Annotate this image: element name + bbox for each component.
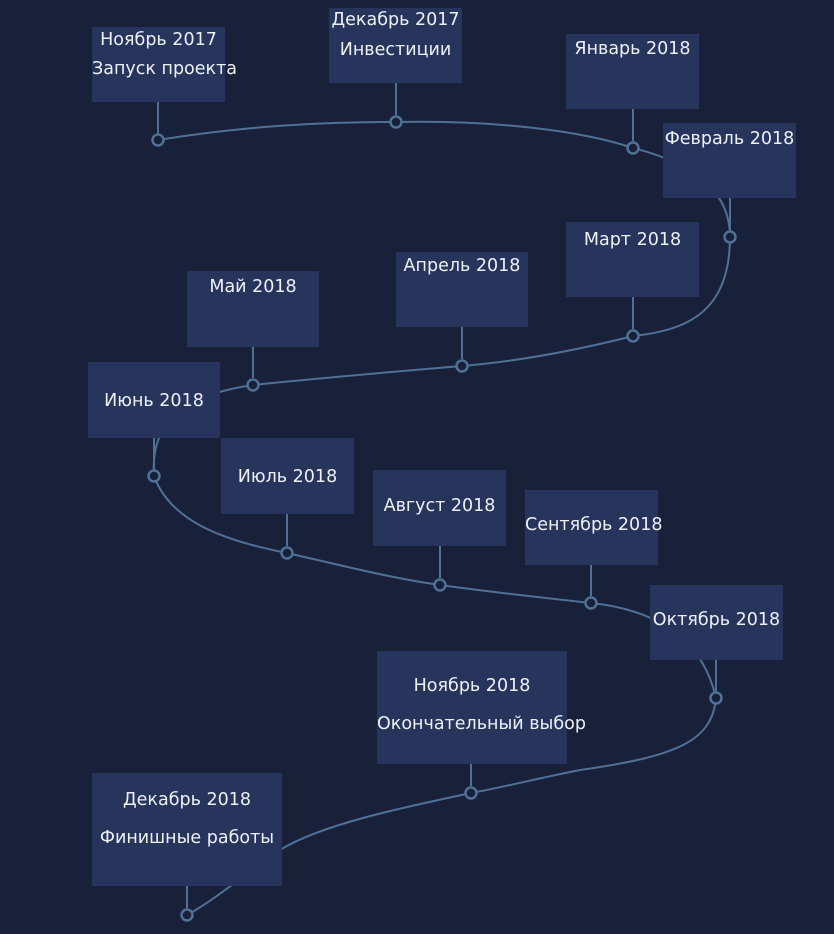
milestone-card[interactable]: Февраль 2018 <box>663 123 796 198</box>
milestone-marker[interactable] <box>433 578 447 592</box>
milestone-month: Июль 2018 <box>237 467 338 487</box>
milestone-marker[interactable] <box>147 469 161 483</box>
milestone-marker[interactable] <box>584 596 598 610</box>
milestone-month: Декабрь 2017 <box>331 10 460 30</box>
milestone-card[interactable]: Июль 2018 <box>221 438 354 514</box>
milestone-marker[interactable] <box>151 133 165 147</box>
milestone-month: Май 2018 <box>209 277 297 297</box>
milestone-card[interactable]: Август 2018 <box>373 470 506 546</box>
milestone-card[interactable]: Май 2018 <box>187 271 319 347</box>
milestone-marker[interactable] <box>455 359 469 373</box>
milestone-month: Декабрь 2018 <box>122 790 252 810</box>
milestone-month: Февраль 2018 <box>664 129 795 149</box>
milestone-event: Финишные работы <box>99 828 275 848</box>
milestone-month: Июнь 2018 <box>104 391 204 411</box>
milestone-card[interactable]: Октябрь 2018 <box>650 585 783 660</box>
milestone-marker[interactable] <box>389 115 403 129</box>
milestone-month: Октябрь 2018 <box>652 610 781 630</box>
milestone-marker[interactable] <box>709 691 723 705</box>
milestone-month: Ноябрь 2018 <box>413 676 531 696</box>
milestone-event: Окончательный выбор <box>377 714 586 734</box>
markers <box>147 115 737 922</box>
milestone-marker[interactable] <box>626 329 640 343</box>
milestone-card[interactable]: Июнь 2018 <box>88 362 220 438</box>
milestone-event: Инвестиции <box>339 40 452 60</box>
milestone-marker[interactable] <box>626 141 640 155</box>
milestone-event: Запуск проекта <box>92 59 238 79</box>
milestone-card[interactable]: Январь 2018 <box>566 34 699 109</box>
milestone-month: Сентябрь 2018 <box>525 515 663 535</box>
connectors <box>153 83 731 908</box>
milestone-month: Март 2018 <box>583 230 682 250</box>
milestone-marker[interactable] <box>180 908 194 922</box>
milestone-marker[interactable] <box>723 230 737 244</box>
milestone-month: Ноябрь 2017 <box>100 30 217 50</box>
milestone-marker[interactable] <box>246 378 260 392</box>
milestone-card[interactable]: Март 2018 <box>566 222 699 297</box>
milestone-month: Август 2018 <box>383 496 496 516</box>
milestone-card[interactable]: Сентябрь 2018 <box>525 490 663 565</box>
milestone-month: Апрель 2018 <box>403 256 521 276</box>
milestone-card[interactable]: Апрель 2018 <box>396 252 528 327</box>
milestone-month: Январь 2018 <box>574 39 691 59</box>
milestone-marker[interactable] <box>464 786 478 800</box>
milestone-marker[interactable] <box>280 546 294 560</box>
